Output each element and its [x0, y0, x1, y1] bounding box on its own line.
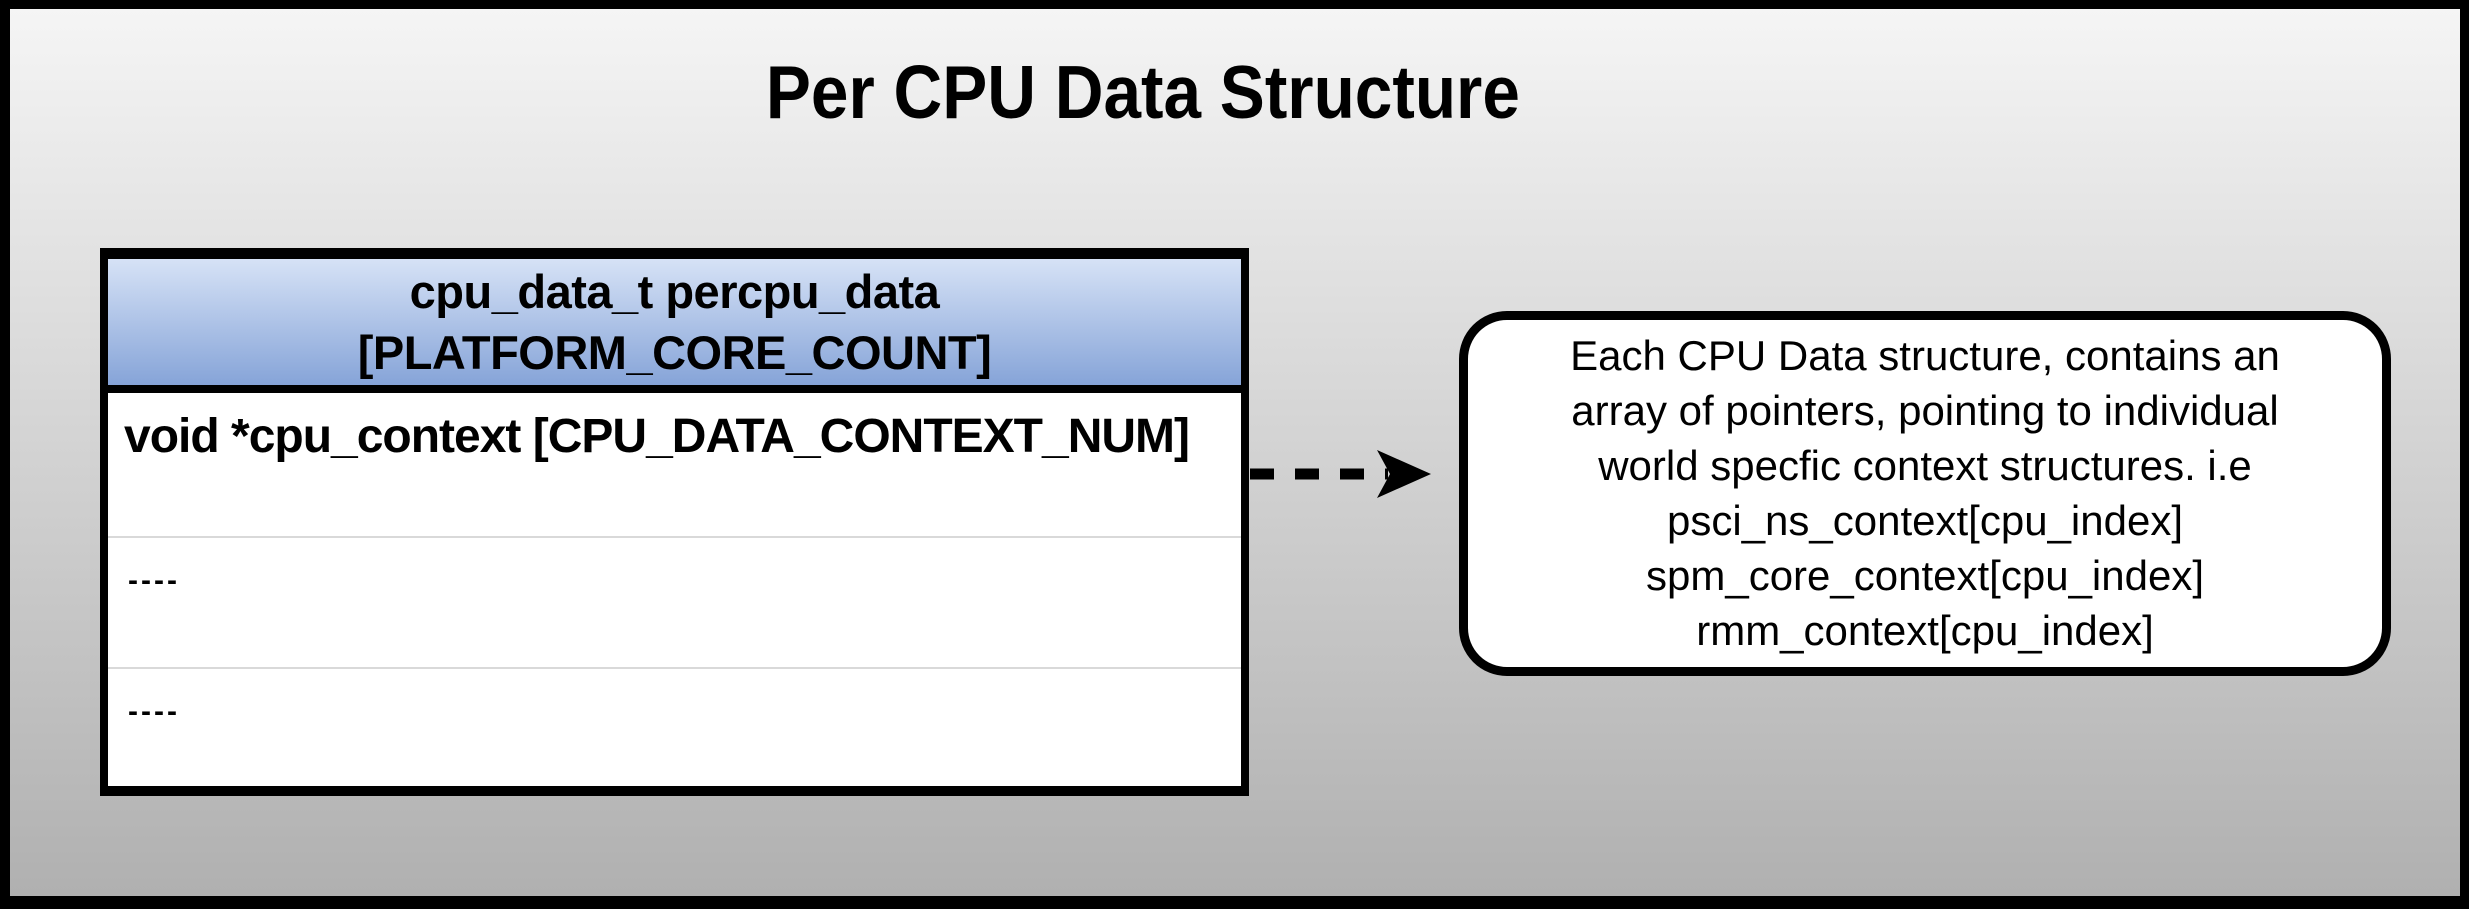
struct-table-header-line-1: cpu_data_t percpu_data [409, 265, 940, 318]
table-row-placeholder: ---- [128, 695, 180, 728]
page-title-text: Per CPU Data Structure [766, 50, 1520, 134]
page-title: Per CPU Data Structure [10, 55, 2460, 130]
callout-line: world specfic context structures. i.e [1598, 442, 2252, 489]
dashed-arrow-icon [1250, 450, 1431, 498]
struct-table-header-line-2: [PLATFORM_CORE_COUNT] [357, 326, 992, 379]
cpu-data-struct-table: cpu_data_t percpu_data [PLATFORM_CORE_CO… [100, 248, 1249, 796]
callout-line: Each CPU Data structure, contains an [1570, 332, 2280, 379]
callout-note: Each CPU Data structure, contains an arr… [1459, 311, 2391, 676]
callout-line: psci_ns_context[cpu_index] [1667, 497, 2183, 544]
table-row-placeholder: ---- [108, 538, 1241, 669]
callout-line: spm_core_context[cpu_index] [1646, 552, 2204, 599]
table-row-cpu-context: void *cpu_context [CPU_DATA_CONTEXT_NUM] [108, 393, 1241, 538]
callout-line: rmm_context[cpu_index] [1696, 607, 2154, 654]
struct-table-header: cpu_data_t percpu_data [PLATFORM_CORE_CO… [108, 259, 1241, 393]
callout-line: array of pointers, pointing to individua… [1571, 387, 2279, 434]
